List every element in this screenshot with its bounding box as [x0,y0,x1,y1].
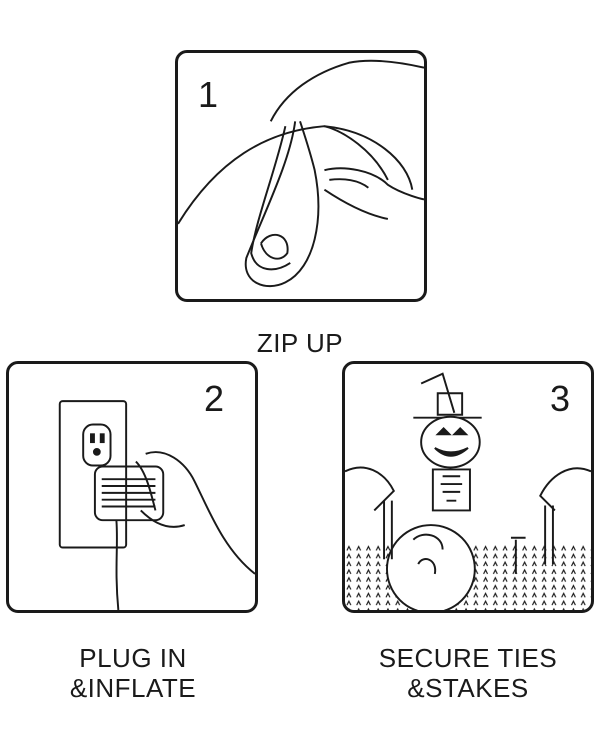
step-3-label: SECURE TIES &STAKES [340,643,596,703]
step-2-panel: 2 [6,361,258,613]
zip-up-illustration [178,59,424,288]
step-3-label-line-1: SECURE TIES [378,643,558,673]
step-2-label-line-2: &INFLATE [69,673,197,703]
step-1-panel: 1 [175,50,427,302]
step-2-label-line-1: PLUG IN [79,643,187,673]
plug-in-illustration [58,400,255,610]
step-number: 1 [198,74,219,115]
step-1-label: ZIP UP [256,328,344,358]
secure-stakes-illustration [345,372,591,610]
step-3-label-line-2: &STAKES [407,673,529,703]
step-number: 3 [550,378,571,419]
step-2-label: PLUG IN &INFLATE [20,643,246,703]
step-3-panel: 3 [342,361,594,613]
step-number: 2 [204,378,225,419]
